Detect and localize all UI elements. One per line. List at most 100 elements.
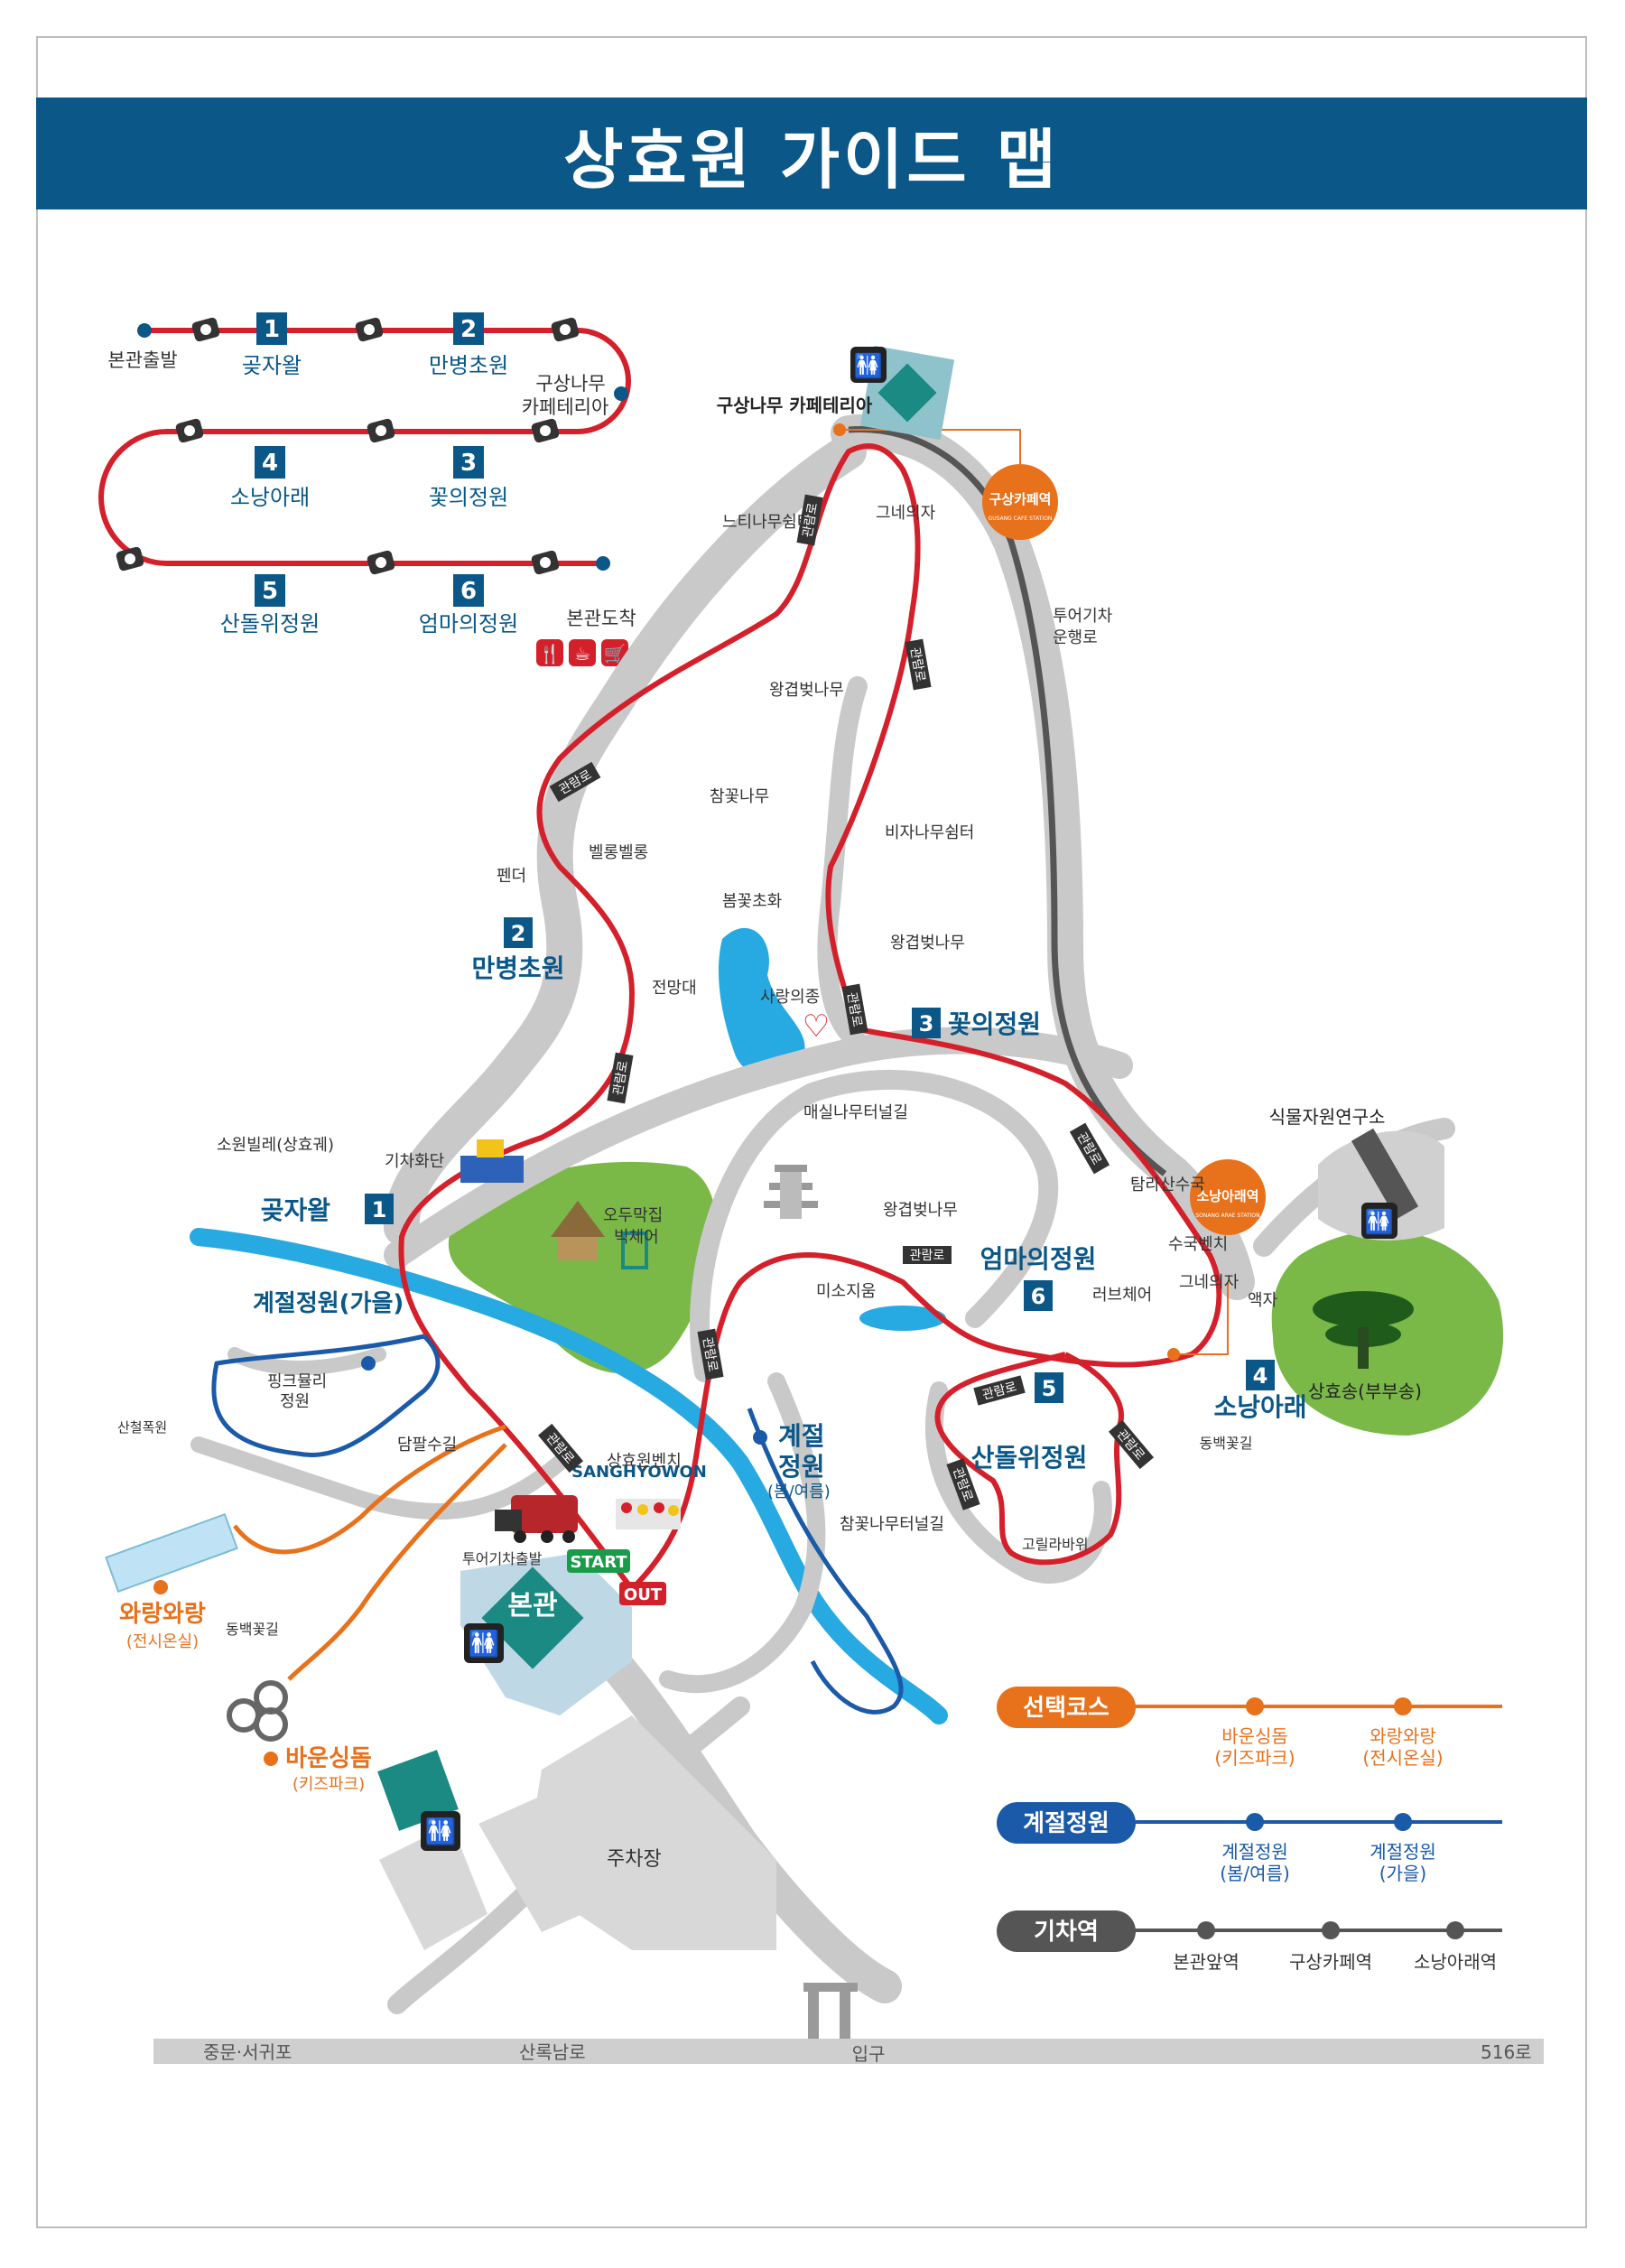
svg-text:계절: 계절 [778, 1421, 825, 1451]
svg-text:관람로: 관람로 [910, 1249, 945, 1263]
seasonal-autumn-label: 계절정원(가을) [253, 1290, 404, 1371]
svg-text:계절정원: 계절정원 [1023, 1810, 1110, 1837]
course-start-label: 본관출발 [107, 349, 177, 371]
course-cafe-label-2: 카페테리아 [522, 396, 609, 418]
camera-icon [191, 317, 220, 342]
svg-text:🚻: 🚻 [854, 352, 883, 380]
road-label-right: 516로 [1481, 2041, 1532, 2063]
svg-text:GUSANG CAFE STATION: GUSANG CAFE STATION [989, 516, 1053, 522]
camera-icon [551, 317, 580, 342]
greenhouse-icon [105, 1512, 238, 1594]
parking-label: 주차장 [607, 1848, 662, 1871]
title-banner: 상효원 가이드 맵 [36, 98, 1587, 209]
pink-muhly-label-1: 핑크뮬리 [267, 1372, 327, 1391]
camellia-right-label: 동백꽃길 [1200, 1435, 1253, 1452]
restroom-icon: 🚻 [464, 1623, 504, 1663]
royal-cherry-top-label: 왕겹벚나무 [769, 681, 844, 700]
seasonal-spring-label: 계절 정원 (봄/여름) [753, 1421, 831, 1501]
garden-1: 곶자왈 1 [261, 1194, 394, 1225]
optional-exhibit-label: 와랑와랑 (전시온실) [119, 1580, 206, 1651]
yew-shelter-label: 비자나무쉼터 [885, 823, 974, 842]
royal-cherry-mid-label: 왕겹벚나무 [890, 934, 965, 953]
svg-text:와랑와랑: 와랑와랑 [119, 1601, 206, 1628]
train-route-label-1: 투어기차 [1053, 607, 1113, 626]
big-chair-icon [621, 1232, 648, 1269]
course-line [98, 328, 631, 566]
garden-6: 엄마의정원 6 [980, 1244, 1097, 1311]
optional-kids-label: 바운싱돔 (키즈파크) [264, 1745, 372, 1794]
svg-text:소낭아래: 소낭아래 [1213, 1392, 1306, 1422]
road-sign: 관람로 [697, 1328, 724, 1380]
svg-text:🚻: 🚻 [1365, 1208, 1394, 1236]
page-title: 상효원 가이드 맵 [563, 121, 1060, 198]
main-building-label: 본관 [507, 1590, 557, 1622]
villa-label: 소원빌레(상효궤) [217, 1136, 334, 1155]
swing-right-label: 그네의자 [1179, 1273, 1240, 1292]
course-cafe-label-1: 구상나무 [535, 373, 605, 395]
research-institute-building [1318, 1128, 1444, 1241]
svg-text:관람로: 관람로 [801, 502, 821, 539]
route-legend: 선택코스 바운싱돔 (키즈파크) 와랑와랑 (전시온실) 계절정원 계절정원 (… [997, 1687, 1502, 1973]
restroom-icon: 🚻 [421, 1811, 460, 1851]
course-end-dot [596, 556, 610, 571]
svg-text:START: START [570, 1553, 627, 1572]
camera-icon [116, 546, 144, 572]
svg-text:(가을): (가을) [1379, 1863, 1426, 1884]
bottom-road [153, 2039, 1544, 2064]
restaurant-icon [536, 639, 563, 666]
course-stop-3: 3 꽃의정원 [429, 446, 508, 510]
station-badge-sonang: 소낭아래역 SONANG ARAE STATION [1190, 1159, 1266, 1235]
camera-icon [531, 418, 560, 443]
seasonal-route [211, 1334, 904, 1715]
svg-text:와랑와랑: 와랑와랑 [1370, 1725, 1436, 1747]
cheol-falls-label: 산철폭원 [117, 1419, 167, 1436]
pink-muhly-label-2: 정원 [280, 1392, 310, 1411]
svg-text:정원: 정원 [778, 1452, 825, 1482]
course-legend: 1 곶자왈 2 만병초원 4 소낭아래 3 꽃의정원 5 산돌위정원 6 엄마의… [98, 312, 636, 666]
restroom-icon: 🚻 [1361, 1203, 1398, 1239]
course-stop-2: 2 만병초원 [429, 312, 508, 378]
course-label-flower: 꽃의정원 [429, 485, 508, 510]
camellia-left-label: 동백꽃길 [226, 1621, 279, 1638]
spring-garden-label: 봄꽃초화 [722, 892, 782, 911]
entrance-gate-icon [803, 1983, 858, 2039]
course-stop-6: 6 엄마의정원 [419, 574, 518, 637]
heart-icon: ♡ [803, 1009, 830, 1045]
svg-text:(전시온실): (전시온실) [126, 1632, 199, 1651]
main-building: 본관 [460, 1553, 632, 1715]
road-sign: 관람로 [841, 983, 868, 1036]
course-stop-4: 4 소낭아래 [230, 446, 310, 510]
garden-4: 4 소낭아래 [1213, 1360, 1307, 1422]
out-tag: OUT [619, 1582, 666, 1605]
course-label-sonang: 소낭아래 [230, 485, 310, 510]
road-sign: 관람로 [796, 494, 823, 546]
svg-text:3: 3 [919, 1011, 934, 1036]
swing-top-label: 그네의자 [876, 504, 936, 523]
svg-text:☕: ☕ [574, 643, 590, 665]
svg-text:산돌위정원: 산돌위정원 [971, 1443, 1088, 1473]
kids-park-building [377, 1750, 459, 1831]
royal-cherry-low-label: 왕겹벚나무 [883, 1201, 958, 1220]
gorilla-label: 고릴라바위 [1022, 1536, 1089, 1553]
svg-text:바운싱돔: 바운싱돔 [1221, 1725, 1288, 1747]
pond-smile [859, 1306, 946, 1331]
road-sign: 관람로 [903, 1246, 952, 1264]
train-route-label-2: 운행로 [1053, 628, 1098, 647]
legend-seasonal-pill [997, 1802, 1136, 1844]
love-chair-label: 러브체어 [1092, 1286, 1152, 1305]
camera-icon [355, 317, 384, 342]
svg-text:관람로: 관람로 [907, 646, 927, 683]
hut-icon [551, 1201, 605, 1260]
svg-text:SANGHYOWON: SANGHYOWON [571, 1463, 707, 1482]
train-stage-label: 기차화단 [385, 1152, 444, 1171]
svg-text:4: 4 [1253, 1363, 1268, 1389]
road-sign: 관람로 [607, 1052, 634, 1104]
svg-text:(봄/여름): (봄/여름) [767, 1483, 831, 1501]
svg-text:소낭아래역: 소낭아래역 [1414, 1951, 1497, 1973]
restroom-icon: 🚻 [850, 347, 887, 383]
course-cafe-dot [614, 386, 628, 401]
penguin-label: 펜더 [497, 867, 526, 886]
svg-text:엄마의정원: 엄마의정원 [980, 1244, 1097, 1274]
oduk-label-2: 빅체어 [614, 1228, 659, 1247]
pine-tree-icon [1313, 1291, 1414, 1369]
